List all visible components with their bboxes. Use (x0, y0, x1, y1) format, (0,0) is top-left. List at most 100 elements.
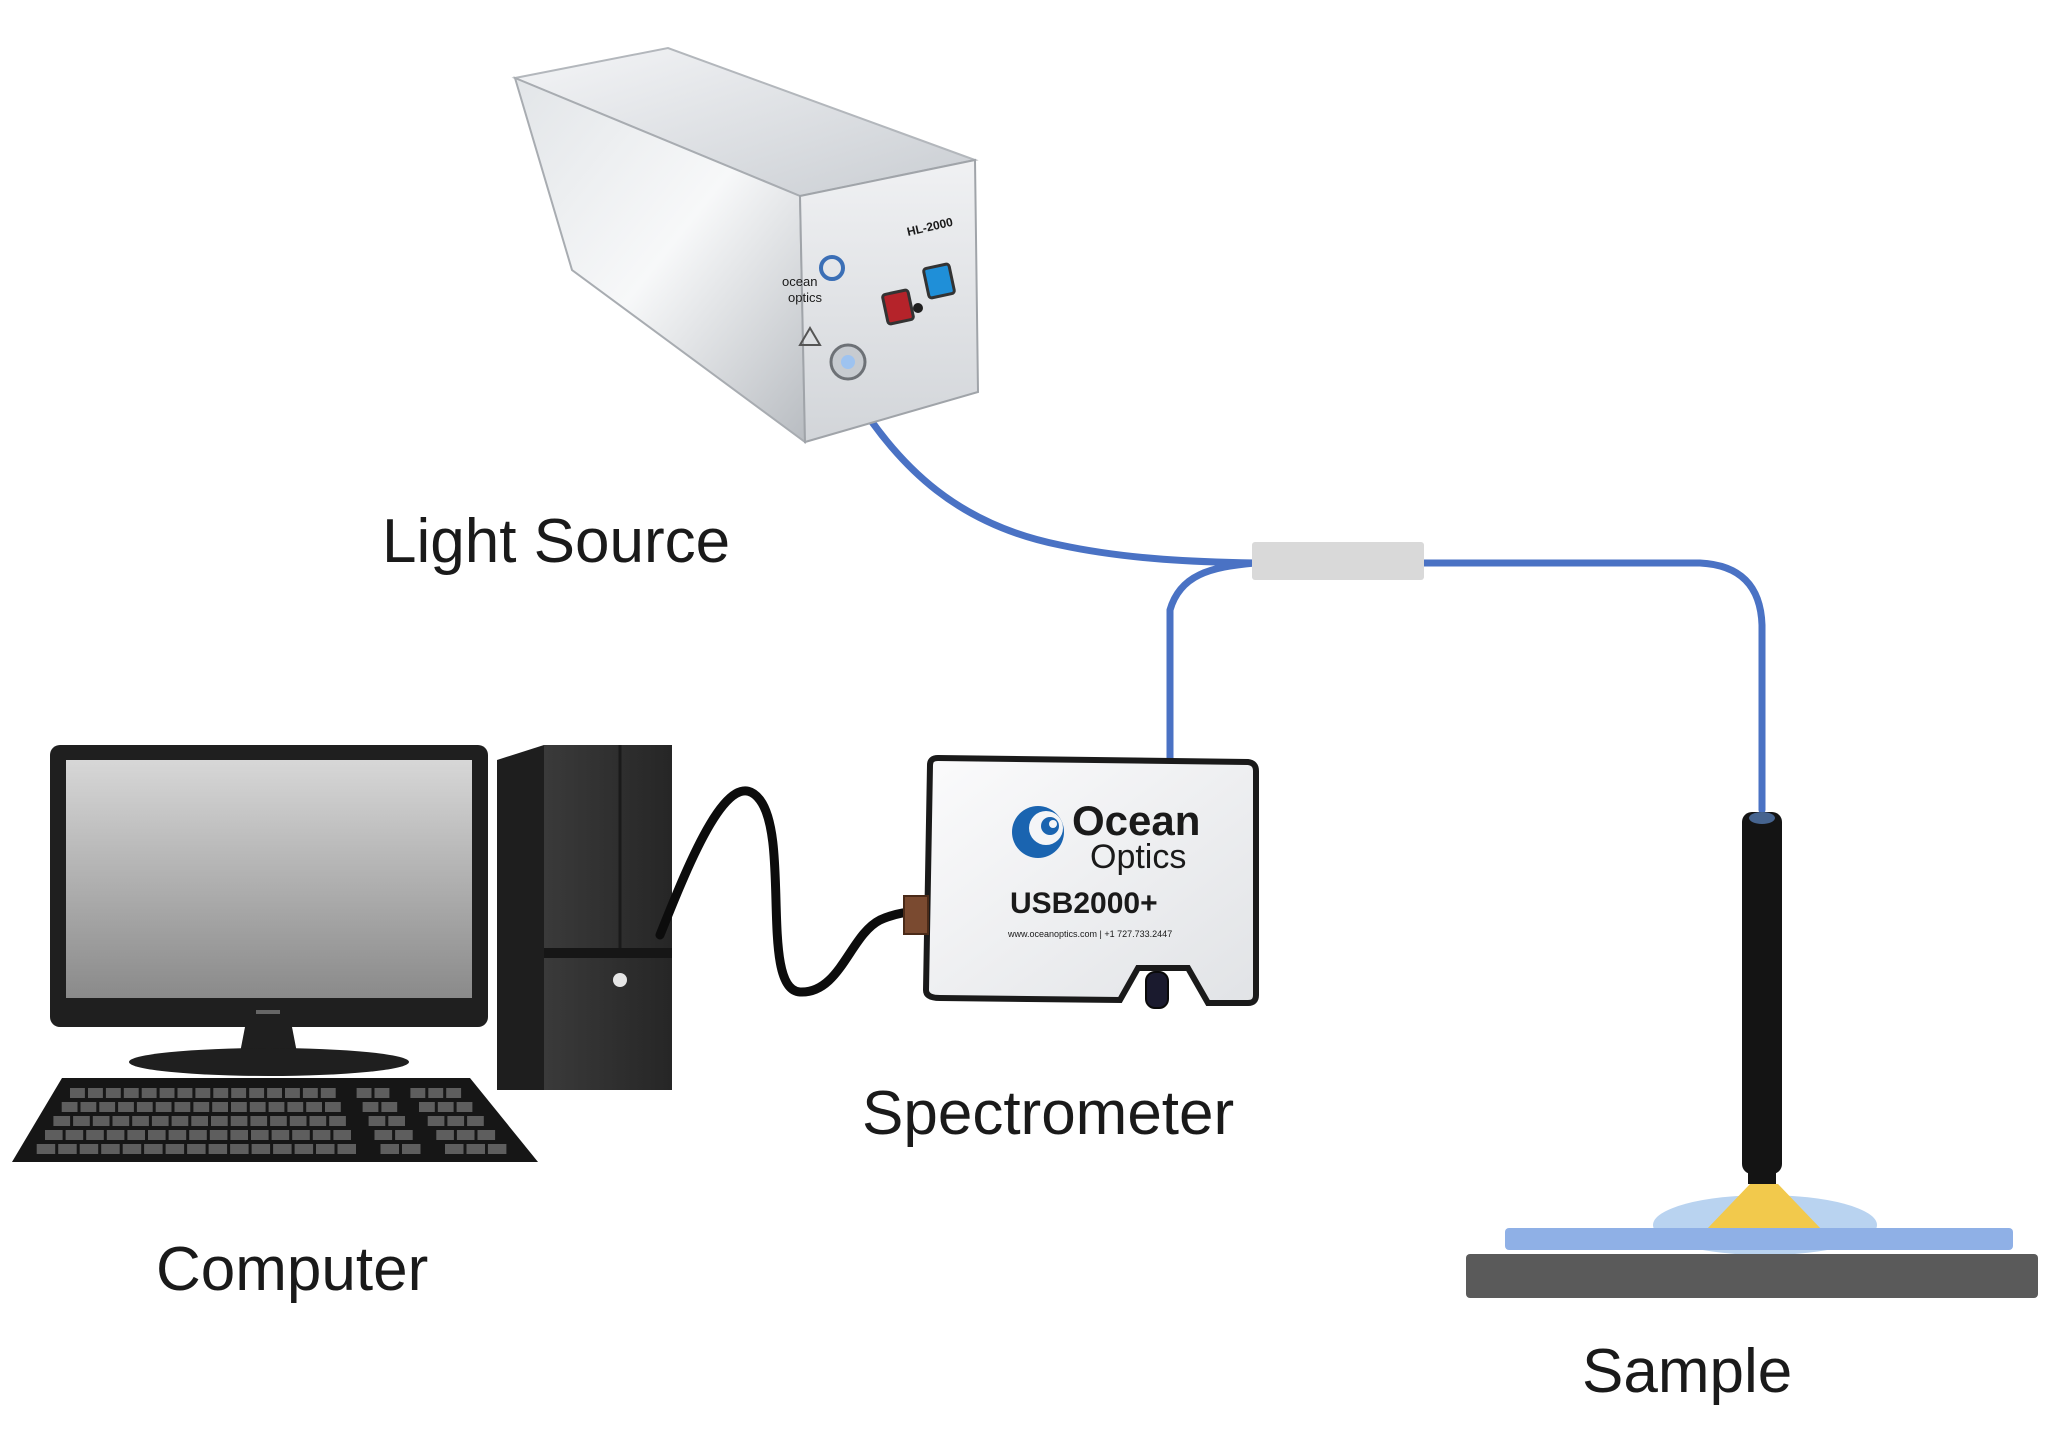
keyboard-key (211, 1116, 228, 1126)
keyboard-key (250, 1116, 268, 1126)
fiber-light-source-to-splitter (848, 388, 1259, 567)
keyboard-key (312, 1130, 331, 1140)
monitor-base (129, 1048, 409, 1076)
keyboard-key (189, 1130, 207, 1140)
keyboard-key (292, 1130, 310, 1140)
usb-port (903, 895, 929, 935)
keyboard-key (273, 1144, 292, 1154)
optical-fibers (848, 388, 1766, 814)
keyboard-key (155, 1102, 172, 1112)
keyboard-key (208, 1144, 228, 1154)
keyboard-key (456, 1102, 473, 1112)
keyboard-key (436, 1130, 454, 1140)
keyboard-key (193, 1102, 210, 1112)
keyboard-key (159, 1088, 175, 1098)
keyboard-key (132, 1116, 149, 1126)
usb-cable (655, 786, 920, 997)
keyboard-key (58, 1144, 77, 1154)
reflection-probe (1742, 812, 1782, 1174)
keyboard-key (445, 1144, 464, 1154)
probe-fiber-entry (1749, 812, 1775, 824)
keyboard-key (381, 1102, 398, 1112)
keyboard-key (446, 1088, 462, 1098)
keyboard-key (144, 1144, 163, 1154)
keyboard-key (428, 1088, 444, 1098)
keyboard-key (171, 1116, 189, 1126)
keyboard-key (230, 1116, 248, 1126)
keyboard-key (122, 1144, 142, 1154)
keyboard-key (36, 1144, 56, 1154)
keyboard-key (325, 1102, 341, 1112)
keyboard-key (337, 1144, 356, 1154)
keyboard-key (306, 1102, 322, 1112)
keyboard-key (289, 1116, 307, 1126)
keyboard-key (148, 1130, 166, 1140)
keyboard-key (73, 1116, 90, 1126)
keyboard-key (231, 1088, 247, 1098)
keyboard-key (141, 1088, 157, 1098)
keyboard-key (410, 1088, 426, 1098)
keyboard-key (65, 1130, 84, 1140)
keyboard-key (329, 1116, 346, 1126)
keyboard-key (191, 1116, 208, 1126)
label-light-source: Light Source (382, 507, 730, 576)
spectrometer-web-text: www.oceanoptics.com | +1 727.733.2447 (1007, 929, 1172, 939)
keyboard-key (127, 1130, 145, 1140)
keyboard-key (419, 1102, 435, 1112)
keyboard-key (437, 1102, 454, 1112)
keyboard-key (287, 1102, 304, 1112)
keyboard-key (467, 1116, 484, 1126)
keyboard-key (92, 1116, 110, 1126)
keyboard-key (270, 1116, 287, 1126)
keyboard-keys (36, 1088, 507, 1154)
spectrometer-model: USB2000+ (1010, 887, 1158, 920)
keyboard-key (112, 1116, 130, 1126)
keyboard-key (123, 1088, 139, 1098)
keyboard-key (285, 1088, 300, 1098)
keyboard-key (267, 1088, 282, 1098)
keyboard-key (356, 1088, 372, 1098)
keyboard-key (251, 1144, 271, 1154)
keyboard-key (456, 1130, 475, 1140)
illumination-cone (1706, 1184, 1822, 1230)
keyboard-key (374, 1130, 393, 1140)
keyboard-key (70, 1088, 85, 1098)
spectrometer-brand-line1: Ocean (1072, 797, 1200, 844)
keyboard-key (374, 1088, 390, 1098)
indicator-light (913, 303, 923, 313)
spectrometer-fiber-port (1145, 971, 1169, 1009)
light-source-brand-line2: optics (788, 290, 822, 305)
keyboard-key (99, 1102, 116, 1112)
keyboard-key (249, 1088, 265, 1098)
fiber-splitter-to-spectrometer (1166, 559, 1259, 769)
label-spectrometer: Spectrometer (862, 1079, 1234, 1148)
light-source-brand-line1: ocean (782, 274, 817, 289)
keyboard-key (86, 1130, 104, 1140)
sample-substrate (1505, 1228, 2013, 1250)
keyboard-key (88, 1088, 103, 1098)
keyboard-key (268, 1102, 285, 1112)
keyboard-key (309, 1116, 327, 1126)
sample-stage (1466, 1254, 2038, 1298)
keyboard-key (101, 1144, 120, 1154)
keyboard-key (477, 1130, 496, 1140)
keyboard-key (53, 1116, 71, 1126)
keyboard-key (168, 1130, 187, 1140)
keyboard-key (187, 1144, 206, 1154)
spectrometer-brand-line2: Optics (1090, 838, 1186, 876)
keyboard-key (251, 1130, 269, 1140)
keyboard-key (80, 1102, 97, 1112)
keyboard-key (213, 1088, 229, 1098)
keyboard-key (177, 1088, 193, 1098)
keyboard-key (271, 1130, 290, 1140)
probe-tip (1748, 1170, 1776, 1184)
keyboard-key (466, 1144, 485, 1154)
computer-tower-side (497, 745, 544, 1090)
keyboard-key (231, 1102, 247, 1112)
keyboard-key (105, 1088, 121, 1098)
warning-icon (798, 326, 822, 346)
keyboard-key (230, 1144, 249, 1154)
keyboard-key (395, 1130, 413, 1140)
computer-tower (544, 745, 672, 1090)
